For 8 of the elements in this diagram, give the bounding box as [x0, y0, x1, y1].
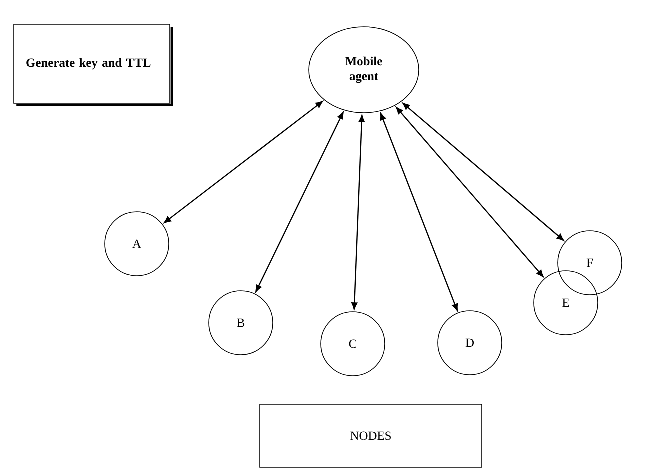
arrow — [352, 115, 365, 310]
arrow — [380, 113, 458, 312]
arrow — [256, 112, 344, 292]
arrow — [402, 102, 564, 241]
arrow — [164, 101, 324, 224]
arrow — [396, 107, 544, 278]
text-box: Generate key and TTL — [14, 24, 173, 106]
text-box: NODES — [260, 404, 482, 468]
